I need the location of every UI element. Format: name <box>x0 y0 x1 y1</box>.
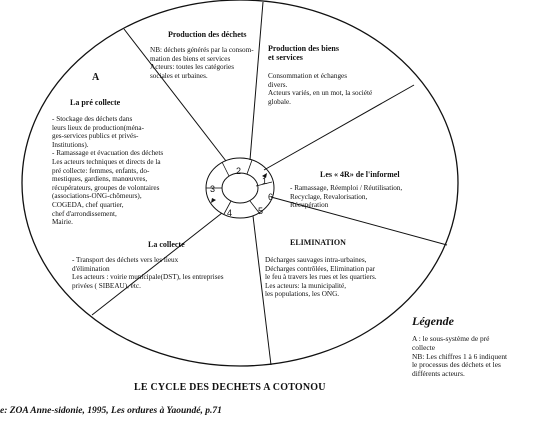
cycle-arrow-mark <box>262 173 267 178</box>
step-number-5: 5 <box>258 206 264 216</box>
sector-elimination-title: ELIMINATION <box>290 238 346 247</box>
spoke-a <box>221 161 230 177</box>
sector-biens-body: Consommation et échanges divers. Acteurs… <box>268 72 373 106</box>
step-number-6: 6 <box>268 192 274 202</box>
inner-ring-inner <box>221 172 259 204</box>
divider-1 <box>123 28 227 162</box>
spoke-b <box>246 159 253 175</box>
spoke-c <box>255 181 273 187</box>
sector-informel-body: - Ramassage, Réemploi / Réutilisation, R… <box>290 184 403 210</box>
cycle-arrow-mark <box>211 198 216 203</box>
spoke-d <box>249 200 261 215</box>
divider-5 <box>252 215 272 366</box>
step-number-3: 3 <box>210 184 216 194</box>
divider-2 <box>249 1 264 161</box>
sector-production-title: Production des déchets <box>168 30 247 39</box>
sector-biens-title: Production des biens et services <box>268 44 339 62</box>
figure-source: e: ZOA Anne-sidonie, 1995, Les ordures à… <box>0 406 222 416</box>
sector-elimination-body: Décharges sauvages intra-urbaines, Décha… <box>265 256 377 299</box>
spoke-e <box>223 200 232 215</box>
step-number-4: 4 <box>227 208 233 218</box>
divider-3 <box>263 84 415 171</box>
sector-collecte-body: - Transport des déchets vers les lieux d… <box>72 256 224 290</box>
sector-production-body: NB: déchets générés par la consom- matio… <box>150 46 254 80</box>
sector-precollecte-title: La pré collecte <box>70 98 121 107</box>
step-number-2: 2 <box>236 166 242 176</box>
sector-collecte-title: La collecte <box>148 240 185 249</box>
divider-6 <box>91 212 223 316</box>
legend-body: A : le sous-système de pré collecte NB: … <box>412 334 508 379</box>
divider-4 <box>270 196 448 246</box>
step-number-1: 1 <box>262 176 268 186</box>
figure-title: LE CYCLE DES DECHETS A COTONOU <box>134 382 326 393</box>
sector-precollecte-body: - Stockage des déchets dans leurs lieux … <box>52 115 164 227</box>
legend-title: Légende <box>412 314 454 328</box>
marker-a: A <box>92 72 100 83</box>
outer-circle <box>21 0 459 367</box>
sector-informel-title: Les « 4R» de l'informel <box>320 170 400 179</box>
